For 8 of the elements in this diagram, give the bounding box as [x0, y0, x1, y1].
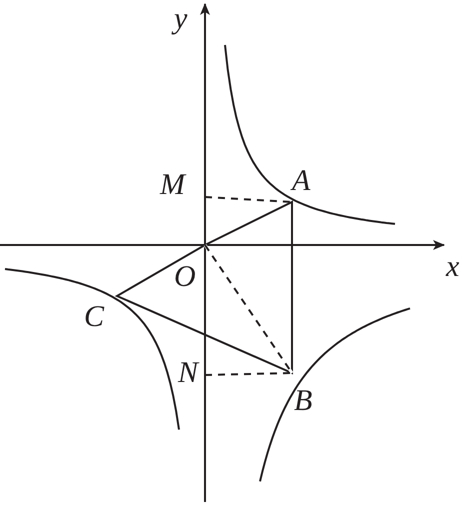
point-label: N [178, 358, 198, 388]
point-label: M [160, 170, 185, 200]
axis-label: y [174, 4, 188, 34]
point-label: O [174, 262, 196, 292]
point-label: C [84, 302, 104, 332]
point-label: B [294, 386, 312, 416]
point-label: A [292, 166, 310, 196]
axis-label: x [446, 252, 460, 282]
